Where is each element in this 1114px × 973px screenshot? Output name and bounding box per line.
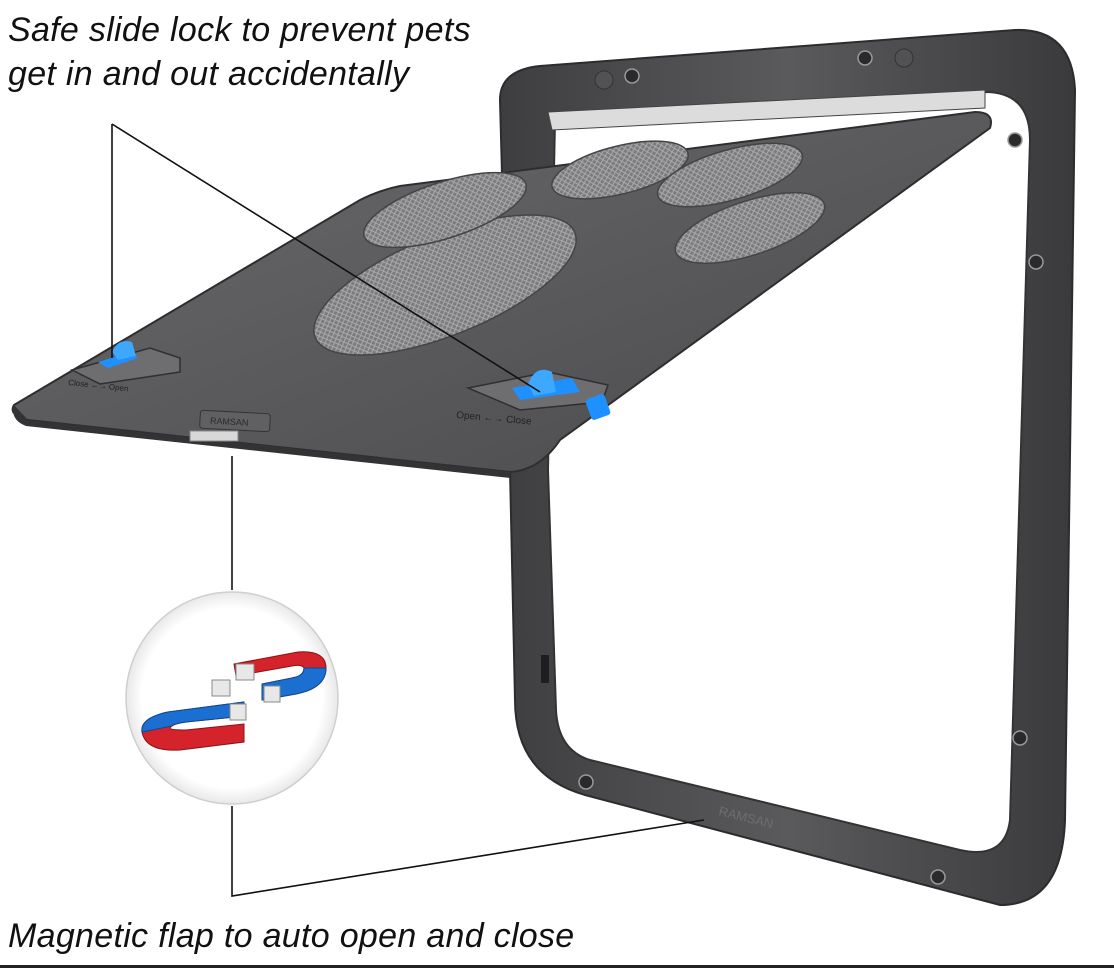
magnet-icon — [141, 651, 327, 751]
bottom-divider — [0, 965, 1114, 968]
door-flap: Close ←→ Open Open ←→ Close RAMSAN — [11, 110, 992, 478]
flap-brand-mark: RAMSAN — [210, 416, 249, 428]
magnet-callout — [125, 591, 339, 805]
callout-lines — [111, 123, 705, 897]
paw-mesh-windows — [313, 140, 826, 356]
screw-icon — [578, 50, 1044, 885]
lock-caption-line-2: get in and out accidentally — [8, 55, 410, 93]
lock-caption-line-1: Safe slide lock to prevent pets — [8, 11, 471, 49]
left-slide-lock: Close ←→ Open — [68, 341, 181, 393]
lock-feature-caption: Safe slide lock to prevent pets get in a… — [8, 8, 471, 96]
magnet-feature-caption: Magnetic flap to auto open and close — [8, 917, 575, 955]
